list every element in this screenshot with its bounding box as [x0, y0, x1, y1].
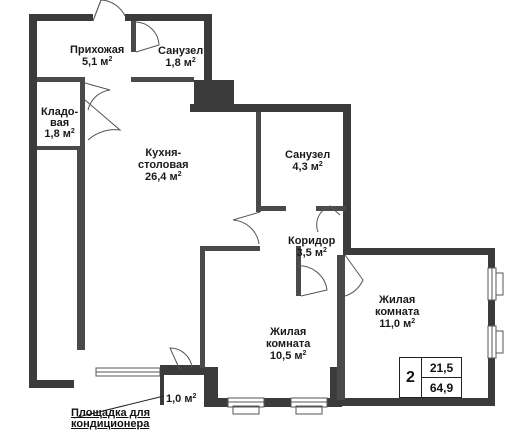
room-label-sanuzel-small: Санузел 1,8 м2 [158, 45, 204, 69]
room-label-sanuzel-large: Санузел 4,3 м2 [285, 149, 331, 173]
caption-line-1: Площадка для [71, 407, 151, 419]
room-label-koridor: Коридор 3,5 м2 [288, 235, 336, 259]
room-label-kuhnya: Кухня- столовая 26,4 м2 [138, 147, 189, 183]
room-label-konditsioner: 1,0 м2 [166, 393, 197, 405]
ac-platform-caption: Площадка для кондиционера [71, 408, 150, 430]
caption-leader [73, 395, 165, 419]
room-label-kladovaya: Кладо- вая 1,8 м2 [41, 106, 79, 140]
caption-line-2: кондиционера [71, 418, 150, 430]
living-area: 21,5 [422, 358, 461, 378]
window-frames [96, 268, 504, 415]
apartment-summary-badge: 2 21,5 64,9 [399, 357, 462, 398]
balcony-post [160, 365, 164, 405]
total-area: 64,9 [429, 380, 454, 395]
room-label-zhilaya-small: Жилая комната 10,5 м2 [266, 326, 311, 362]
room-count: 2 [400, 358, 422, 397]
room-label-prihozhaya: Прихожая 5,1 м2 [70, 44, 125, 68]
doors [84, 0, 364, 371]
room-label-zhilaya-large: Жилая комната 11,0 м2 [375, 294, 420, 330]
partitions [37, 21, 346, 400]
